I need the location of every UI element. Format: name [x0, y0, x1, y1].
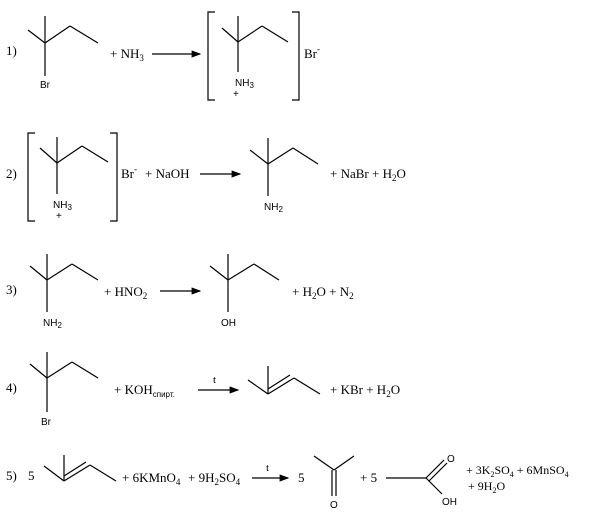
byproducts-line-1: + 3K2SO4 + 6MnSO4 [466, 463, 569, 479]
carbonyl-oxygen-label: O [330, 500, 338, 511]
ammonium-label: NH3 [53, 200, 72, 212]
product-ammonium-salt: NH3 + Br- [207, 11, 320, 101]
reaction-number: 1) [6, 43, 17, 58]
reagent: + NaOH [145, 166, 190, 181]
product-amine: NH2 [249, 138, 319, 214]
product-alcohol: OH [209, 254, 280, 329]
reagent: + KOHспирт. [114, 382, 175, 399]
right-bracket [292, 11, 300, 101]
product-alkene [247, 366, 321, 395]
amine-label: NH2 [264, 202, 283, 214]
reagent: + HNO2 [104, 284, 147, 301]
byproducts: + KBr + H2O [330, 382, 400, 399]
reaction-4: 4) Br + KOHспирт. t + KBr + H2O [6, 352, 400, 428]
reaction-number: 2) [6, 166, 17, 181]
reactant-amine: NH2 [29, 254, 99, 330]
charge: + [233, 89, 239, 100]
reactant-ammonium-salt: NH3 + Br- [27, 132, 137, 222]
product-acetic-acid: O OH [386, 454, 457, 508]
left-bracket [27, 132, 35, 222]
left-bracket [207, 11, 215, 101]
reaction-number: 4) [6, 380, 17, 395]
carboxyl-oxygen-label: O [447, 454, 455, 465]
product-acetone: O [313, 455, 355, 511]
ammonium-label: NH3 [235, 78, 254, 90]
reactant-2-bromo-2-methylbutane: Br [29, 352, 99, 428]
amine-label: NH2 [43, 318, 62, 330]
reaction-5: 5) 5 + 6KMnO4 + 9H2SO4 t 5 O + 5 O [6, 454, 569, 511]
counter-ion: Br- [304, 44, 320, 61]
byproducts: + NaBr + H2O [330, 166, 406, 183]
condition-label: t [213, 374, 216, 386]
reagent-permanganate: + 6KMnO4 [122, 470, 181, 487]
product-2-coefficient: + 5 [360, 470, 377, 485]
reaction-number: 5) [6, 468, 17, 483]
reactant-coefficient: 5 [28, 468, 35, 483]
reaction-3: 3) NH2 + HNO2 OH + H2O + N2 [6, 254, 354, 330]
byproducts-line-2: + 9H2O [468, 479, 505, 495]
reagent: + NH3 [110, 46, 144, 63]
carboxyl-hydroxyl-label: OH [442, 497, 457, 508]
bromine-label: Br [40, 80, 51, 91]
right-bracket [110, 132, 118, 222]
reagent-sulfuric-acid: + 9H2SO4 [188, 470, 241, 487]
bromine-label: Br [41, 417, 52, 428]
reaction-number: 3) [6, 282, 17, 297]
byproducts: + H2O + N2 [292, 284, 354, 301]
charge: + [56, 211, 62, 222]
counter-ion: Br- [121, 164, 137, 181]
reaction-1: 1) Br + NH3 NH3 + Br- [6, 11, 320, 101]
reactant-2-bromo-2-methylbutane: Br [27, 16, 99, 91]
product-1-coefficient: 5 [298, 470, 305, 485]
hydroxyl-label: OH [221, 318, 236, 329]
reactant-alkene [43, 455, 117, 482]
condition-label: t [266, 462, 269, 474]
reaction-2: 2) NH3 + Br- + NaOH NH2 + NaBr + H2O [6, 132, 406, 222]
